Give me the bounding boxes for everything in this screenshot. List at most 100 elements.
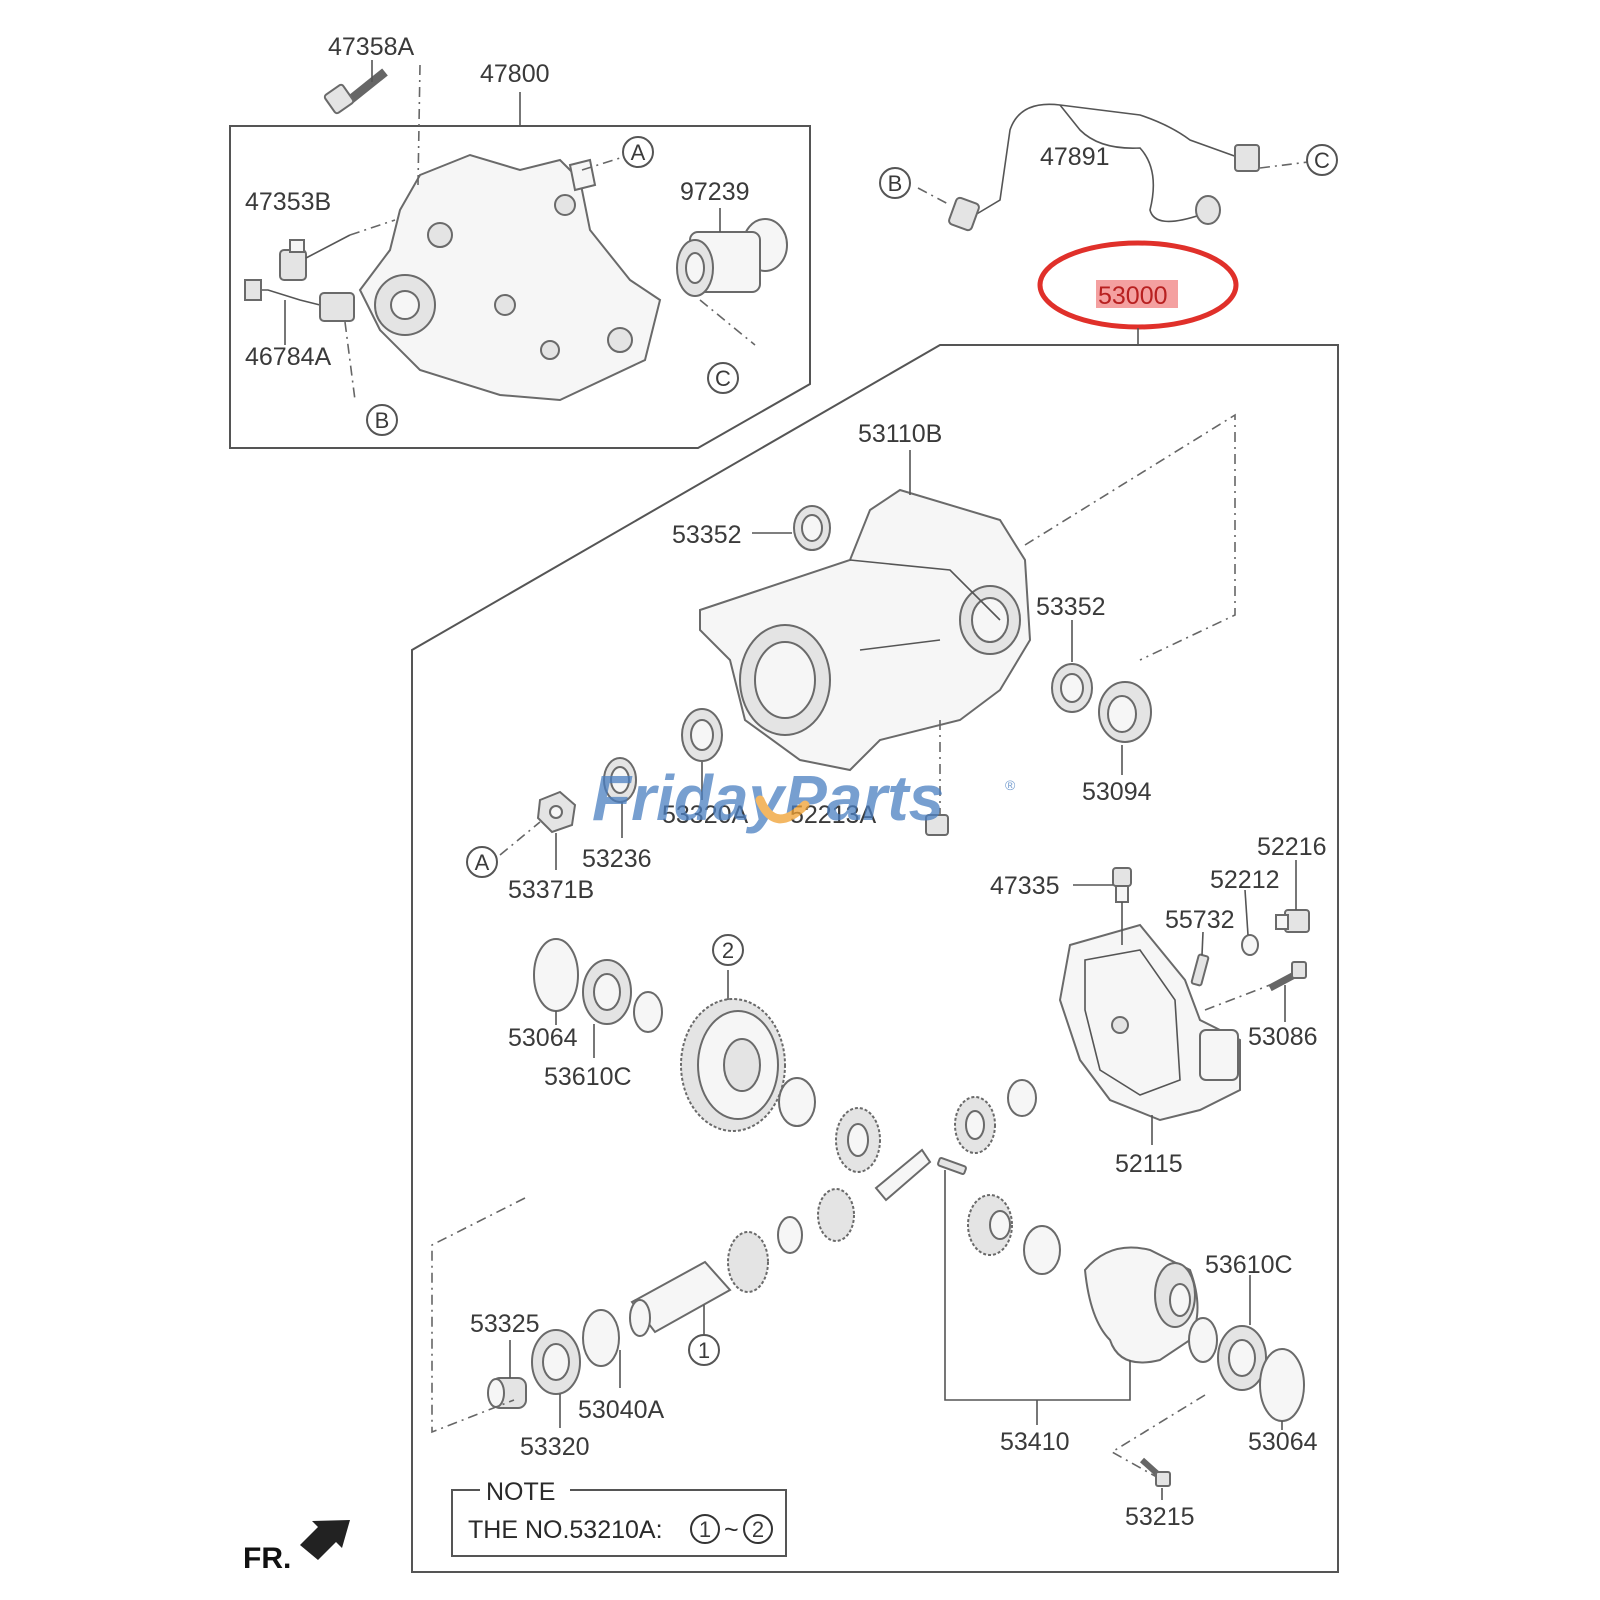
actuator-97239 bbox=[676, 218, 788, 297]
washer-52212 bbox=[1241, 934, 1259, 956]
label-53094: 53094 bbox=[1082, 778, 1152, 806]
bearing-53320 bbox=[531, 1329, 581, 1395]
guide-47353B bbox=[349, 219, 396, 236]
label-53320A: 53320A bbox=[662, 801, 749, 829]
thrust-washer-4 bbox=[1023, 1225, 1061, 1275]
label-46784A: 46784A bbox=[245, 343, 332, 371]
callout-2-label: 2 bbox=[722, 938, 734, 963]
connector-46784A bbox=[244, 279, 355, 322]
label-52212: 52212 bbox=[1210, 866, 1280, 894]
front-direction-label: FR. bbox=[243, 1542, 291, 1575]
front-arrow-icon bbox=[300, 1520, 350, 1560]
highlight-ring-53000 bbox=[1037, 240, 1239, 330]
bearing-53610C-left bbox=[582, 959, 632, 1025]
note-range-sep: ~ bbox=[724, 1516, 739, 1544]
label-52216: 52216 bbox=[1257, 833, 1327, 861]
shim-53064-right bbox=[1259, 1348, 1305, 1422]
note-text: THE NO.53210A: bbox=[468, 1516, 663, 1544]
washer-left bbox=[633, 991, 663, 1033]
note-range-end-circle bbox=[743, 1514, 773, 1544]
label-53352-right: 53352 bbox=[1036, 593, 1106, 621]
cover-52115 bbox=[1058, 923, 1241, 1122]
spacer-53040A bbox=[582, 1309, 620, 1367]
label-53610C-left: 53610C bbox=[544, 1063, 632, 1091]
label-53000: 53000 bbox=[1098, 282, 1168, 310]
shim-53064-left bbox=[533, 938, 579, 1012]
ring-gear bbox=[680, 998, 786, 1132]
collar-53325 bbox=[487, 1377, 527, 1409]
pin-55732 bbox=[1190, 953, 1210, 987]
guide-46784A-B bbox=[344, 321, 356, 401]
thrust-washer-3 bbox=[777, 1216, 803, 1254]
callout-A-main bbox=[466, 846, 498, 878]
guide-A-top bbox=[581, 157, 621, 171]
plug-52213A bbox=[925, 814, 949, 836]
label-53610C-right: 53610C bbox=[1205, 1251, 1293, 1279]
diff-case-53410 bbox=[1083, 1246, 1199, 1364]
label-53064-right: 53064 bbox=[1248, 1428, 1318, 1456]
callout-1-label: 1 bbox=[698, 1338, 710, 1363]
bolt-47358A bbox=[323, 68, 388, 115]
guide-pinion-left bbox=[431, 1197, 526, 1434]
note-range-end: 2 bbox=[752, 1517, 764, 1542]
watermark-brand: FridayParts bbox=[592, 762, 944, 834]
bracket-47800-drawing bbox=[358, 153, 662, 402]
sensor-47353B bbox=[279, 239, 307, 281]
breather-47335 bbox=[1112, 867, 1132, 903]
washer-right bbox=[1188, 1317, 1218, 1363]
callout-B-harness bbox=[879, 167, 911, 199]
pinion-gear-right bbox=[967, 1194, 1013, 1256]
label-53371B: 53371B bbox=[508, 876, 594, 904]
label-53410: 53410 bbox=[1000, 1428, 1070, 1456]
callout-1 bbox=[688, 1334, 720, 1366]
guide-housing-right bbox=[1024, 413, 1236, 661]
bolt-53215 bbox=[1139, 1457, 1171, 1487]
label-47335: 47335 bbox=[990, 872, 1060, 900]
note-range-start: 1 bbox=[699, 1517, 711, 1542]
watermark-swoosh bbox=[755, 795, 810, 824]
seal-53352-left bbox=[793, 505, 831, 551]
label-47800: 47800 bbox=[480, 60, 550, 88]
side-gear-right bbox=[954, 1096, 996, 1154]
callout-2 bbox=[712, 934, 744, 966]
seal-53352-right bbox=[1051, 663, 1093, 713]
label-47891: 47891 bbox=[1040, 143, 1110, 171]
callout-B-top bbox=[366, 404, 398, 436]
label-53325: 53325 bbox=[470, 1310, 540, 1338]
note-range-start-circle bbox=[690, 1514, 720, 1544]
callout-A-top bbox=[622, 136, 654, 168]
note-title: NOTE bbox=[486, 1478, 555, 1506]
assembly-53000-frame bbox=[411, 344, 1339, 1573]
label-53064-left: 53064 bbox=[508, 1024, 578, 1052]
leader-55732 bbox=[1201, 931, 1204, 956]
bearing-53610C-right bbox=[1217, 1325, 1267, 1391]
callout-A-top-label: A bbox=[631, 140, 646, 165]
lock-pin bbox=[937, 1157, 967, 1175]
callout-C-harness-label: C bbox=[1314, 148, 1330, 173]
guide-53086-cover bbox=[1204, 984, 1271, 1011]
leader-52212 bbox=[1244, 889, 1249, 936]
note-title-bg bbox=[480, 1476, 570, 1504]
callout-A-main-label: A bbox=[475, 850, 490, 875]
callout-B-top-label: B bbox=[375, 408, 390, 433]
leader-47353B bbox=[305, 234, 351, 259]
label-53352-left: 53352 bbox=[672, 521, 742, 549]
harness-47891 bbox=[948, 103, 1260, 232]
pinion-shaft bbox=[874, 1148, 932, 1202]
guide-harness-C bbox=[1259, 161, 1309, 169]
label-53040A: 53040A bbox=[578, 1396, 665, 1424]
pinion-gear-left bbox=[817, 1188, 855, 1242]
label-52115: 52115 bbox=[1115, 1150, 1183, 1178]
side-gear-left bbox=[835, 1107, 881, 1173]
callout-C-top-label: C bbox=[715, 366, 731, 391]
thrust-washer-2 bbox=[1007, 1079, 1037, 1117]
label-53110B: 53110B bbox=[858, 420, 942, 448]
bearing-53320A bbox=[603, 708, 723, 803]
housing-53110B bbox=[699, 488, 1032, 772]
bolt-53086 bbox=[1268, 961, 1307, 992]
label-55732: 55732 bbox=[1165, 906, 1235, 934]
guide-53215 bbox=[1110, 1394, 1206, 1481]
callout-C-harness bbox=[1306, 144, 1338, 176]
label-53236: 53236 bbox=[582, 845, 652, 873]
